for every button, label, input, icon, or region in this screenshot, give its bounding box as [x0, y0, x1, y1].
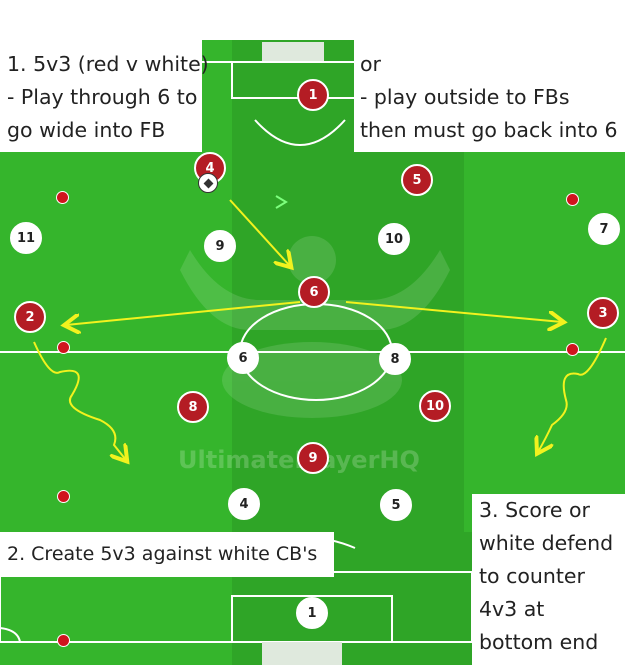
white-player-9[interactable]: 9 [204, 230, 236, 262]
white-player-6[interactable]: 6 [227, 342, 259, 374]
run-arrow-right [538, 337, 607, 452]
cone-marker [57, 634, 70, 647]
white-player-4[interactable]: 4 [228, 488, 260, 520]
red-player-gk[interactable]: 1 [297, 79, 329, 111]
red-player-10[interactable]: 10 [419, 390, 451, 422]
arrows [33, 199, 607, 460]
pass-arrow-to-2 [66, 301, 301, 325]
cone-marker [56, 191, 69, 204]
run-arrow-left [33, 341, 126, 460]
watermark-logo [180, 236, 450, 418]
red-player-9[interactable]: 9 [297, 442, 329, 474]
cone-marker [57, 341, 70, 354]
note-bottom-right: 3. Score or white defend to counter 4v3 … [472, 494, 625, 665]
white-player-gk[interactable]: 1 [296, 597, 328, 629]
ball-patch [203, 178, 213, 188]
ball-icon[interactable] [198, 173, 218, 193]
white-player-8[interactable]: 8 [379, 343, 411, 375]
top-goal [262, 42, 324, 62]
cone-marker [566, 343, 579, 356]
note-top-right: or - play outside to FBs then must go ba… [354, 48, 625, 152]
white-player-10[interactable]: 10 [378, 223, 410, 255]
note-bottom-left: 2. Create 5v3 against white CB's [0, 532, 334, 577]
bottom-goal [262, 642, 342, 665]
chevron-icon [275, 195, 288, 209]
white-player-11[interactable]: 11 [10, 222, 42, 254]
red-player-5[interactable]: 5 [401, 164, 433, 196]
pass-arrow-to-3 [345, 301, 562, 322]
red-player-2[interactable]: 2 [14, 301, 46, 333]
note-top-left: 1. 5v3 (red v white) - Play through 6 to… [0, 48, 209, 152]
red-player-8[interactable]: 8 [177, 391, 209, 423]
red-player-6[interactable]: 6 [298, 276, 330, 308]
pass-arrow-to-6 [229, 199, 290, 266]
main-pitch [0, 152, 625, 532]
white-player-5[interactable]: 5 [380, 489, 412, 521]
cone-marker [57, 490, 70, 503]
white-player-7[interactable]: 7 [588, 213, 620, 245]
cone-marker [566, 193, 579, 206]
red-player-3[interactable]: 3 [587, 297, 619, 329]
top-pitch-section [202, 40, 363, 152]
